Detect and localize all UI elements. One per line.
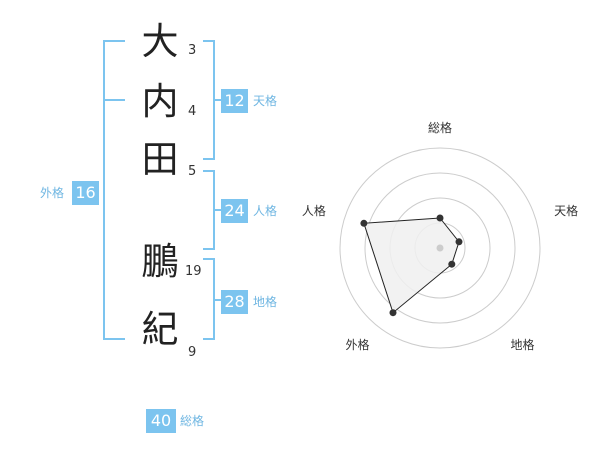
tenkaku-bracket-tick [213, 99, 221, 101]
chikaku-label: 地格 [253, 295, 278, 309]
stroke-count-4: 19 [185, 264, 202, 279]
name-char-3: 田 [141, 138, 179, 181]
stroke-count-1: 3 [188, 43, 197, 58]
stroke-count-2: 4 [188, 104, 197, 119]
name-char-1: 大 [141, 20, 179, 63]
gaikaku-bracket-tick [103, 99, 125, 101]
radar-point-0 [436, 214, 444, 222]
radar-axis-label-0: 総格 [428, 120, 452, 135]
soukaku-value-badge: 40 [146, 409, 176, 433]
radar-ring-4 [339, 147, 541, 349]
radar-point-3 [389, 309, 397, 317]
stroke-count-5: 9 [188, 345, 197, 360]
soukaku-label: 総格 [180, 414, 205, 428]
jinkaku-label: 人格 [253, 204, 278, 218]
radar-point-1 [455, 238, 463, 246]
chikaku-bracket-tick [213, 299, 221, 301]
gaikaku-bracket [103, 40, 125, 340]
radar-axis-label-3: 外格 [345, 337, 369, 352]
jinkaku-bracket-tick [213, 209, 221, 211]
tenkaku-label: 天格 [253, 94, 278, 108]
name-char-2: 内 [141, 80, 179, 123]
stroke-count-3: 5 [188, 164, 197, 179]
jinkaku-value-badge: 24 [221, 199, 248, 223]
radar-ring-3 [364, 172, 516, 324]
radar-center-dot [436, 244, 444, 252]
radar-point-4 [360, 219, 368, 227]
name-char-4: 鵬 [141, 240, 179, 283]
name-char-5: 紀 [141, 308, 179, 351]
radar-axis-label-4: 人格 [302, 203, 326, 218]
gaikaku-label: 外格 [40, 186, 65, 200]
radar-point-2 [448, 260, 456, 268]
gaikaku-value-badge: 16 [72, 181, 99, 205]
tenkaku-value-badge: 12 [221, 89, 248, 113]
radar-axis-label-1: 天格 [554, 203, 578, 218]
chikaku-value-badge: 28 [221, 290, 248, 314]
radar-data-polygon [363, 217, 460, 314]
radar-axis-label-2: 地格 [511, 337, 535, 352]
